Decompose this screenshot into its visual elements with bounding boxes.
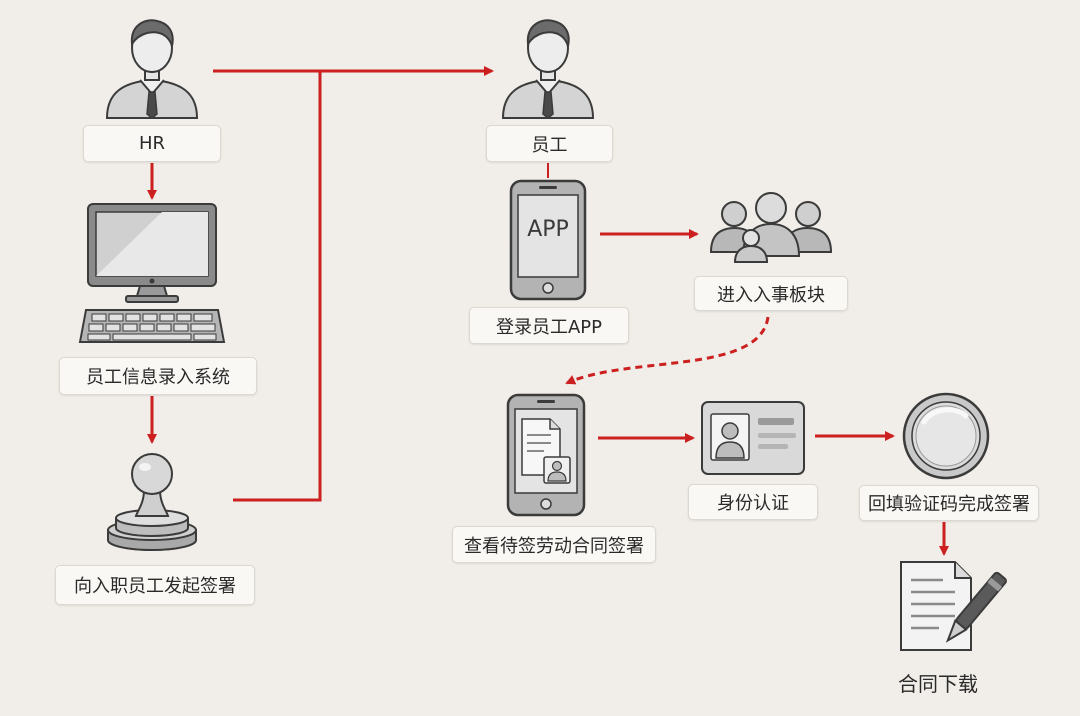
system-label: 员工信息录入系统: [59, 357, 257, 395]
employee-label: 员工: [486, 125, 613, 162]
login-label: 登录员工APP: [469, 307, 629, 344]
document-pen-icon: [900, 561, 1007, 651]
phone-contract-icon: [506, 393, 586, 517]
businessman-icon: [501, 19, 595, 119]
group-of-people-icon: [709, 192, 833, 263]
onboarding-label: 进入入事板块: [694, 276, 848, 311]
app-screen-text: APP: [527, 217, 569, 242]
verify-code-label: 回填验证码完成签署: [859, 485, 1039, 521]
rubber-stamp-icon: [107, 453, 197, 551]
desktop-computer-icon: [78, 203, 226, 343]
view-contract-label: 查看待签劳动合同签署: [452, 526, 656, 563]
id-card-icon: [701, 401, 805, 475]
download-label: 合同下载: [898, 671, 978, 696]
seal-button-icon: [902, 392, 990, 480]
businessman-icon: [105, 19, 199, 119]
smartphone-icon: APP: [509, 179, 587, 301]
hr-label: HR: [83, 125, 221, 162]
arrow-group-to-contract: [565, 316, 770, 385]
initiate-label: 向入职员工发起签署: [55, 565, 255, 605]
identity-label: 身份认证: [688, 484, 818, 520]
arrow-stamp-to-employee: [213, 69, 322, 502]
